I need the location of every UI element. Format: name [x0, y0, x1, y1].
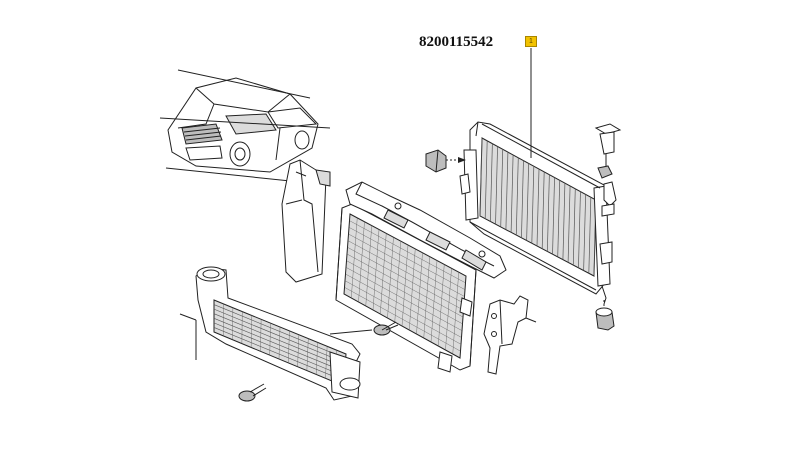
- vehicle-thumbnail: [159, 69, 331, 183]
- mounting-screw-bottom: [238, 383, 267, 402]
- mounting-screw-left: [329, 321, 399, 336]
- air-deflector-panel: [281, 159, 331, 283]
- rubber-mount-block: [425, 149, 466, 173]
- upper-mounting-bracket: [345, 181, 507, 279]
- radiator-upper-clip: [594, 123, 622, 179]
- radiator: [459, 121, 613, 305]
- radiator-upper-bushing: [601, 181, 617, 217]
- ac-condenser: [335, 203, 477, 373]
- side-support-bracket: [483, 295, 537, 375]
- radiator-lower-mount: [595, 300, 615, 331]
- intercooler: [179, 266, 361, 401]
- callout-badge[interactable]: 1: [525, 36, 537, 47]
- part-number-label: 8200115542: [419, 34, 494, 50]
